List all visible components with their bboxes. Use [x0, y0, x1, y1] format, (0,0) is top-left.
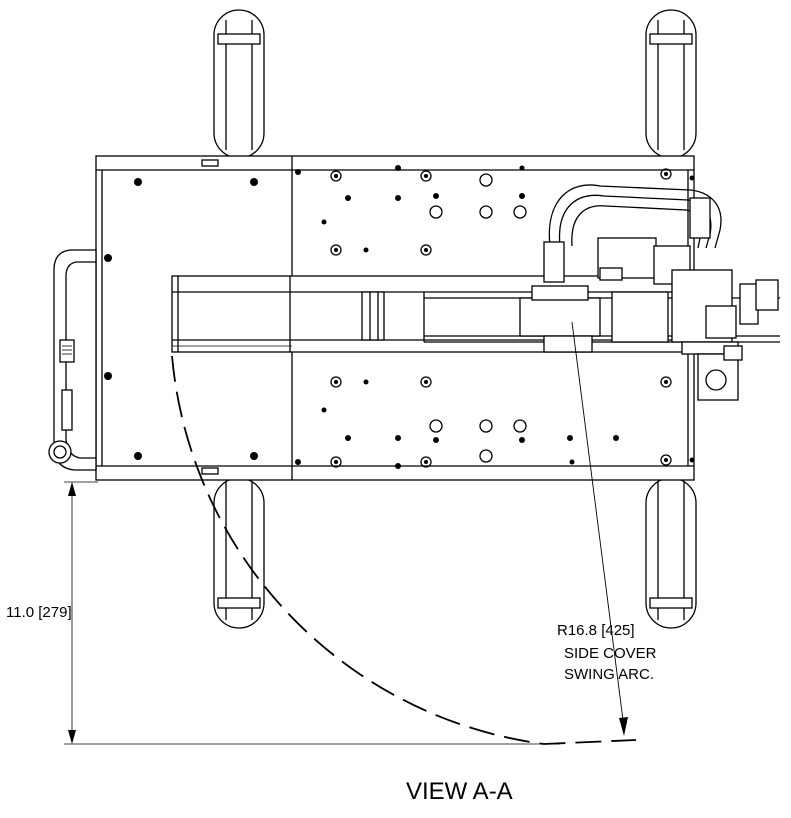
leg-top-right — [645, 9, 697, 159]
view-title: VIEW A-A — [406, 778, 513, 805]
leg-bottom-left — [213, 477, 265, 629]
note-line-1: SIDE COVER — [564, 645, 657, 662]
height-dimension — [64, 481, 560, 745]
leg-top-left — [213, 9, 265, 159]
mounting-holes — [104, 165, 695, 469]
motor-assembly — [519, 184, 779, 401]
height-dimension-label: 11.0 [279] — [6, 604, 72, 621]
radius-leader — [571, 321, 625, 729]
leg-bottom-right — [645, 477, 697, 629]
swing-arc — [171, 355, 637, 745]
radius-arrowhead — [619, 717, 628, 736]
radius-label: R16.8 [425] — [557, 622, 635, 639]
note-line-2: SWING ARC. — [564, 666, 654, 683]
side-handle — [48, 249, 97, 471]
